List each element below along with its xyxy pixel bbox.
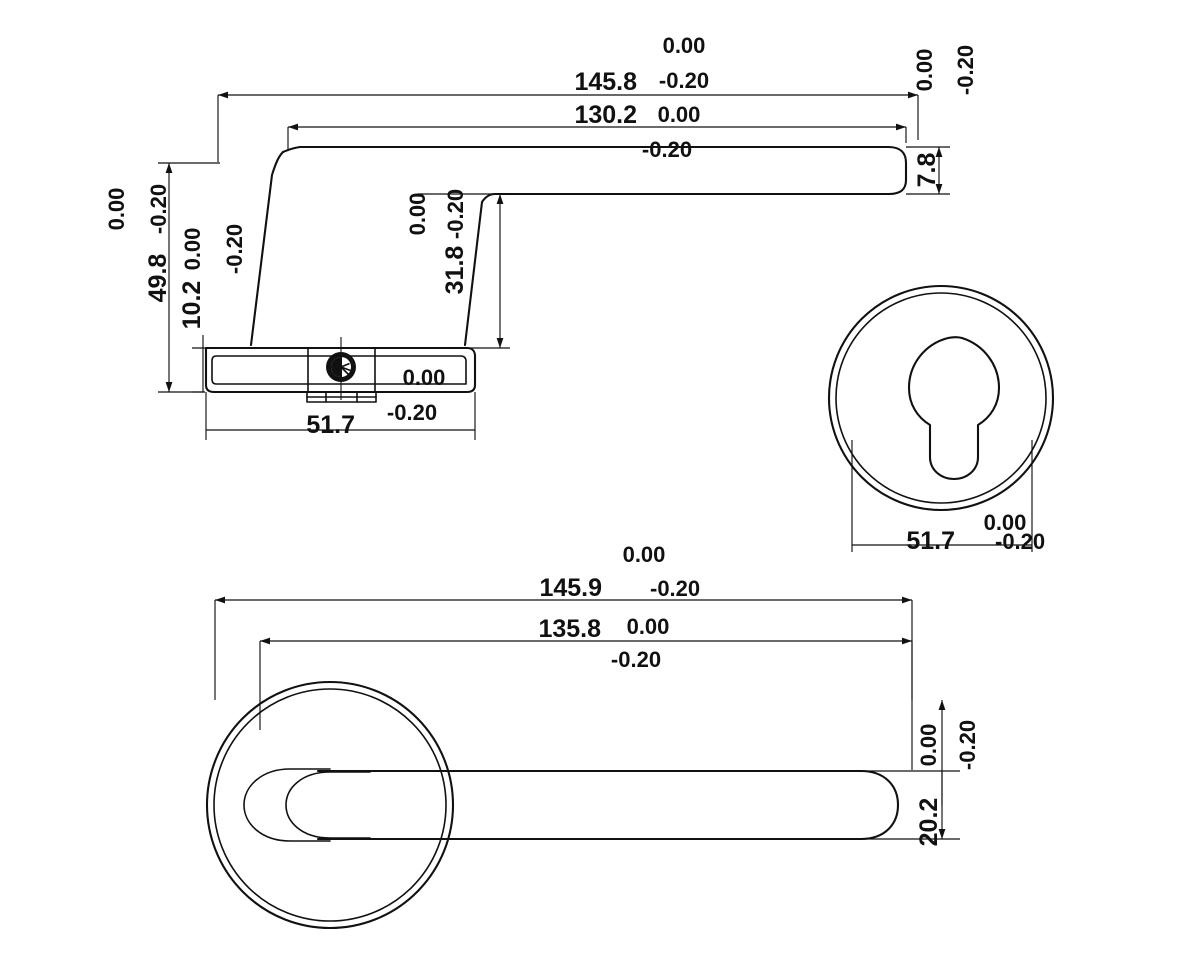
side-elevation-view: 145.8 0.00 -0.20 130.2 0.00 -0.20 7.8 0.… bbox=[104, 33, 978, 440]
dim-51-7-escutcheon-lower-tol: -0.20 bbox=[995, 529, 1045, 554]
dimension-51-7-base: 51.7 0.00 -0.20 bbox=[205, 365, 476, 440]
dim-10-2-lower-tol: -0.20 bbox=[222, 224, 247, 274]
dim-51-7-escutcheon-nominal: 51.7 bbox=[906, 527, 955, 555]
dim-49-8-nominal: 49.8 bbox=[144, 254, 172, 303]
dim-31-8-lower-tol: -0.20 bbox=[443, 189, 468, 239]
base-plate-outer bbox=[204, 346, 477, 394]
dim-145-9-upper-tol: 0.00 bbox=[623, 542, 666, 567]
dim-20-2-lower-tol: -0.20 bbox=[955, 720, 980, 770]
dimension-20-2: 20.2 0.00 -0.20 bbox=[860, 700, 980, 846]
dimension-130-2: 130.2 0.00 -0.20 bbox=[287, 101, 907, 162]
dim-135-8-upper-tol: 0.00 bbox=[627, 614, 670, 639]
base-plate bbox=[204, 337, 477, 403]
dim-145-9-nominal: 145.9 bbox=[539, 574, 602, 602]
escutcheon-inner-circle bbox=[835, 292, 1047, 504]
dim-130-2-nominal: 130.2 bbox=[574, 101, 637, 129]
dim-51-7-base-upper-tol: 0.00 bbox=[403, 365, 446, 390]
lever-plan-outline bbox=[316, 769, 900, 841]
dim-49-8-upper-tol: 0.00 bbox=[104, 188, 129, 231]
lever-neck-front-edge bbox=[249, 150, 285, 347]
dim-31-8-nominal: 31.8 bbox=[441, 246, 469, 295]
dim-20-2-nominal: 20.2 bbox=[915, 798, 943, 847]
dimension-145-8: 145.8 0.00 -0.20 bbox=[217, 33, 919, 162]
lever-arm-outline bbox=[281, 145, 908, 196]
dim-49-8-lower-tol: -0.20 bbox=[146, 184, 171, 234]
dim-7-8-nominal: 7.8 bbox=[913, 153, 941, 188]
lever-side-profile bbox=[249, 145, 908, 347]
dim-20-2-upper-tol: 0.00 bbox=[916, 724, 941, 767]
plan-view: 145.9 0.00 -0.20 135.8 0.00 -0.20 20.2 bbox=[205, 542, 980, 930]
dimension-51-7-escutcheon: 51.7 0.00 -0.20 bbox=[851, 440, 1045, 555]
screw-tab-block bbox=[306, 391, 377, 403]
dim-31-8-upper-tol: 0.00 bbox=[405, 193, 430, 236]
rose-inner-circle bbox=[213, 688, 447, 922]
dim-130-2-upper-tol: 0.00 bbox=[658, 102, 701, 127]
set-screw-detail bbox=[326, 337, 356, 400]
dim-145-9-lower-tol: -0.20 bbox=[650, 576, 700, 601]
dimension-7-8: 7.8 0.00 -0.20 bbox=[906, 45, 978, 195]
dim-145-8-upper-tol: 0.00 bbox=[663, 33, 706, 58]
dim-135-8-lower-tol: -0.20 bbox=[611, 647, 661, 672]
lever-neck-collar-outer bbox=[243, 768, 331, 842]
lever-neck-rear-edge bbox=[463, 192, 497, 347]
dim-145-8-lower-tol: -0.20 bbox=[659, 68, 709, 93]
dim-10-2-nominal: 10.2 bbox=[178, 281, 206, 330]
dim-130-2-lower-tol: -0.20 bbox=[642, 137, 692, 162]
dim-51-7-base-nominal: 51.7 bbox=[306, 411, 355, 439]
dim-51-7-escutcheon-upper-tol: 0.00 bbox=[984, 510, 1027, 535]
base-plate-inner bbox=[211, 355, 467, 385]
lever-neck-collar-inner bbox=[285, 771, 371, 839]
dim-145-8-nominal: 145.8 bbox=[574, 68, 637, 96]
dim-7-8-lower-tol: -0.20 bbox=[953, 45, 978, 95]
dimension-145-9: 145.9 0.00 -0.20 bbox=[214, 542, 913, 770]
rose-outer-circle bbox=[205, 680, 455, 930]
dim-51-7-base-lower-tol: -0.20 bbox=[387, 400, 437, 425]
dim-10-2-upper-tol: 0.00 bbox=[180, 228, 205, 271]
dimension-49-8: 49.8 0.00 -0.20 bbox=[104, 162, 220, 393]
dimension-10-2: 10.2 0.00 -0.20 bbox=[178, 224, 247, 393]
dim-7-8-upper-tol: 0.00 bbox=[912, 49, 937, 92]
keyhole-euro-profile bbox=[907, 336, 1001, 481]
escutcheon-outer-circle bbox=[827, 284, 1055, 512]
escutcheon-view: 51.7 0.00 -0.20 bbox=[827, 284, 1055, 555]
dimension-31-8: 31.8 0.00 -0.20 bbox=[405, 189, 510, 349]
dimension-135-8: 135.8 0.00 -0.20 bbox=[259, 614, 913, 730]
dim-135-8-nominal: 135.8 bbox=[538, 615, 601, 643]
